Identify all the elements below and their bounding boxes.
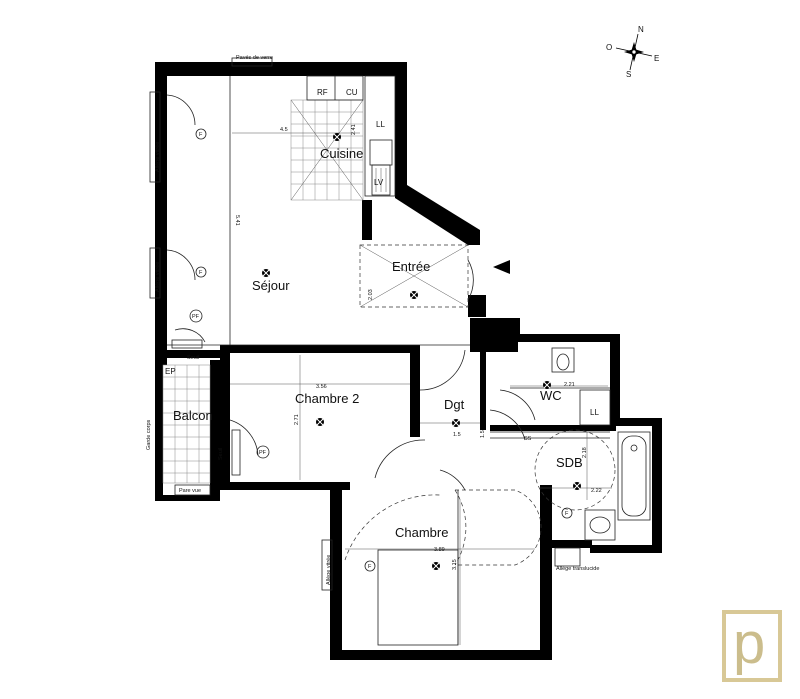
label-cuisine: Cuisine bbox=[320, 146, 363, 161]
label-chambre2: Chambre 2 bbox=[295, 391, 359, 406]
dim-dgt-h: 1.5 bbox=[480, 430, 486, 438]
svg-text:F: F bbox=[199, 270, 203, 276]
label-allege-translucide: Allège translucide bbox=[556, 566, 599, 572]
compass-e: E bbox=[654, 54, 659, 63]
dim-sejour-h: 5.41 bbox=[234, 215, 240, 226]
svg-text:PF: PF bbox=[259, 450, 267, 456]
light-cuisine-icon bbox=[333, 133, 341, 141]
light-chambre-icon bbox=[432, 562, 440, 570]
dim-sdb-h: 2.18 bbox=[582, 447, 588, 458]
dim-ch2-h: 2.71 bbox=[294, 414, 300, 425]
label-paves-de-verre: Pavés de verre bbox=[236, 55, 273, 61]
compass-icon: N E S O bbox=[606, 25, 659, 79]
label-wc: WC bbox=[540, 388, 562, 403]
label-balcon: Balcon bbox=[173, 408, 213, 423]
dim-sdb-w: 2.22 bbox=[591, 488, 602, 494]
dim-chambre-w: 3.89 bbox=[434, 547, 445, 553]
window-pf-icon-1: PF bbox=[189, 309, 203, 323]
svg-text:F: F bbox=[199, 132, 203, 138]
dim-ch2-w: 3.56 bbox=[316, 384, 327, 390]
label-ll-wc: LL bbox=[590, 408, 599, 417]
logo-letter: p bbox=[733, 611, 765, 676]
label-seuil-2: Seuil bbox=[218, 448, 224, 460]
label-dgt: Dgt bbox=[444, 397, 465, 412]
label-sejour: Séjour bbox=[252, 278, 290, 293]
light-chambre2-icon bbox=[316, 418, 324, 426]
window-f-icon-2: F bbox=[195, 266, 207, 278]
brand-logo: p bbox=[722, 610, 782, 682]
label-ll-kitchen: LL bbox=[376, 120, 385, 129]
svg-text:F: F bbox=[565, 511, 569, 517]
label-entree: Entrée bbox=[392, 259, 430, 274]
label-sdb: SDB bbox=[556, 455, 583, 470]
svg-text:PF: PF bbox=[192, 314, 200, 320]
window-pf-icon-2: PF bbox=[256, 445, 270, 459]
inner-lines bbox=[149, 57, 651, 646]
light-wc-icon bbox=[543, 381, 551, 389]
room-labels: Séjour Cuisine Entrée Chambre 2 Dgt WC S… bbox=[173, 146, 583, 540]
label-lv: LV bbox=[374, 178, 384, 187]
light-dgt-icon bbox=[452, 419, 460, 427]
label-allege-vitree-3: Allège vitrée bbox=[326, 555, 332, 585]
dim-entree-h: 2.03 bbox=[368, 289, 374, 300]
svg-text:F: F bbox=[368, 564, 372, 570]
light-sdb-icon bbox=[573, 482, 581, 490]
label-allege-vitree-1: Allège vitrée bbox=[155, 142, 161, 172]
label-ss: SS bbox=[524, 436, 532, 442]
walls bbox=[155, 62, 662, 660]
label-ep: EP bbox=[165, 367, 176, 376]
label-seuil: Seuil bbox=[187, 355, 199, 361]
label-garde-corps: Garde corps bbox=[146, 419, 152, 450]
compass-o: O bbox=[606, 43, 612, 52]
compass-s: S bbox=[626, 70, 631, 79]
label-allege-vitree-2: Allège vitrée bbox=[155, 262, 161, 292]
dim-dgt-w: 1.5 bbox=[453, 432, 461, 438]
window-f-icon-3: F bbox=[364, 560, 376, 572]
light-sejour-icon bbox=[262, 269, 270, 277]
fixture-labels: RF CU LL LV LL EP Seuil Pare vue Pavés d… bbox=[146, 55, 599, 585]
dim-chambre-h: 3.15 bbox=[452, 559, 458, 570]
dim-wc-w: 2.21 bbox=[564, 382, 575, 388]
window-f-icon-1: F bbox=[195, 128, 207, 140]
light-symbols: F F PF PF F F bbox=[189, 128, 581, 572]
window-f-icon-4: F bbox=[561, 507, 573, 519]
light-entree-icon bbox=[410, 291, 418, 299]
label-pare-vue: Pare vue bbox=[179, 488, 201, 494]
label-chambre: Chambre bbox=[395, 525, 448, 540]
dim-sejour-w: 4.5 bbox=[280, 127, 288, 133]
compass-n: N bbox=[638, 25, 644, 34]
dim-cuisine-h: 2.41 bbox=[351, 124, 357, 135]
label-cu: CU bbox=[346, 88, 358, 97]
label-rf: RF bbox=[317, 88, 328, 97]
dimension-labels: 4.5 5.41 2.41 2.03 3.56 2.71 1.5 1.5 2.2… bbox=[234, 124, 602, 570]
